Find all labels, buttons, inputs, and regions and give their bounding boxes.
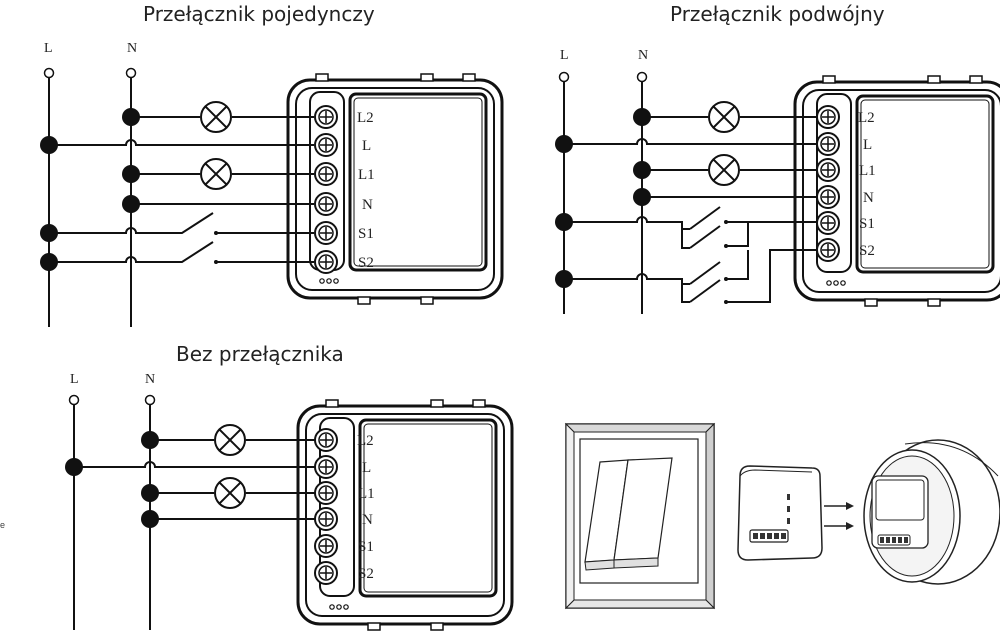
diagram-double-switch: L N	[555, 48, 1000, 314]
neutral-label: N	[638, 48, 648, 63]
terminal-label: L2	[858, 110, 875, 126]
live-label: L	[70, 372, 79, 387]
terminal-label: S2	[859, 243, 875, 259]
terminal-label: N	[362, 197, 373, 213]
terminal-label: S2	[358, 255, 374, 271]
neutral-label: N	[127, 41, 137, 56]
title-double-switch: Przełącznik podwójny	[670, 2, 885, 26]
terminal-label: L2	[357, 110, 374, 126]
terminal-label: L	[863, 137, 872, 153]
terminal-label: L1	[859, 163, 876, 179]
arrow-icon	[824, 502, 854, 530]
title-no-switch: Bez przełącznika	[176, 342, 344, 366]
lamp-icon	[708, 101, 740, 133]
lamp-icon	[214, 424, 246, 456]
installation-illustration	[564, 422, 1000, 610]
svg-text:e: e	[0, 520, 5, 530]
live-label: L	[560, 48, 569, 63]
lamp-icon	[200, 158, 232, 190]
wall-switch-icon	[564, 422, 716, 610]
live-label: L	[44, 41, 53, 56]
wall-box-icon	[863, 439, 1000, 585]
lamp-icon	[214, 477, 246, 509]
terminal-label: S2	[358, 566, 374, 582]
diagram-no-switch: L N L2 L L1 N S1 S2	[65, 372, 514, 632]
terminal-label: L1	[358, 167, 375, 183]
lamp-icon	[200, 101, 232, 133]
terminal-label: N	[863, 190, 874, 206]
title-single-switch: Przełącznik pojedynczy	[143, 2, 375, 26]
terminal-label: S1	[358, 226, 374, 242]
relay-module-icon	[737, 465, 823, 561]
lamp-icon	[708, 154, 740, 186]
terminal-label: N	[362, 512, 373, 528]
diagram-single-switch: L N L2 L	[40, 41, 504, 327]
neutral-label: N	[145, 372, 155, 387]
terminal-label: L	[362, 138, 371, 154]
terminal-label: L2	[357, 433, 374, 449]
terminal-label: S1	[859, 216, 875, 232]
terminal-label: L	[362, 460, 371, 476]
terminal-label: S1	[358, 539, 374, 555]
terminal-label: L1	[358, 486, 375, 502]
